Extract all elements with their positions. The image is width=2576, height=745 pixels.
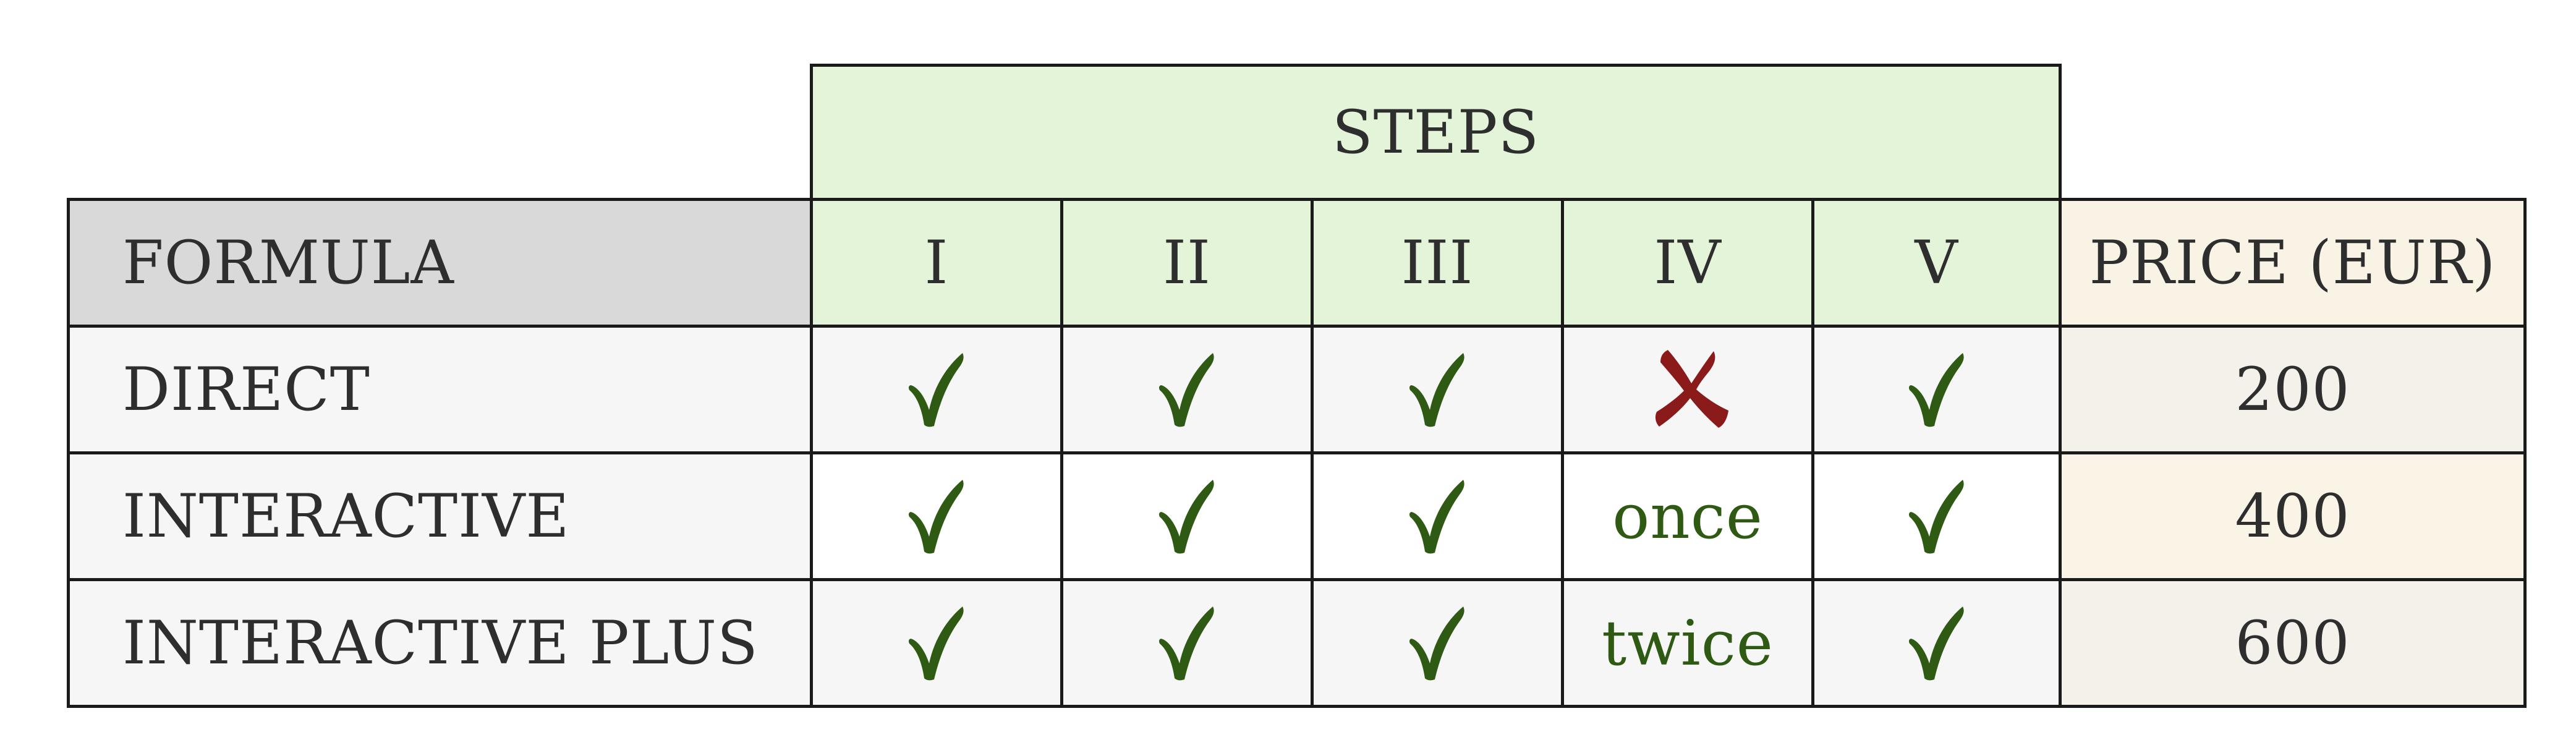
table-cell [1811,578,2062,708]
table-cell [810,325,1063,454]
frequency-text: twice [1602,607,1774,679]
check-icon [906,349,967,430]
row-label-text: DIRECT [122,355,370,424]
row-label-interactive-plus: INTERACTIVE PLUS [67,578,813,708]
step-header-2: II [1060,198,1314,328]
step-header-label: I [924,228,949,297]
formula-header-label: FORMULA [122,228,454,297]
check-icon [1906,603,1968,683]
step-header-4: IV [1561,198,1814,328]
check-icon [1406,603,1468,683]
step-header-label: V [1915,228,1958,297]
check-icon [1156,349,1218,430]
check-icon [906,476,967,556]
check-icon [1906,349,1968,430]
step-header-3: III [1311,198,1564,328]
table-cell [1060,578,1314,708]
price-cell: 400 [2059,451,2527,581]
table-cell [1811,451,2062,581]
step-header-1: I [810,198,1063,328]
check-icon [1156,476,1218,556]
table-cell [1060,451,1314,581]
steps-header-label: STEPS [1332,98,1540,167]
step-header-label: III [1401,228,1474,297]
row-label-direct: DIRECT [67,325,813,454]
price-value: 200 [2235,355,2350,424]
price-header-label: PRICE (EUR) [2089,228,2496,297]
steps-header: STEPS [810,64,2062,201]
step-header-5: V [1811,198,2062,328]
row-label-text: INTERACTIVE [122,482,570,551]
table-cell [810,451,1063,581]
table-cell [1060,325,1314,454]
price-header: PRICE (EUR) [2059,198,2527,328]
price-value: 400 [2235,482,2350,551]
cross-icon [1644,346,1731,433]
check-icon [1156,603,1218,683]
step-header-label: II [1163,228,1211,297]
table-cell: twice [1561,578,1814,708]
table-cell [1811,325,2062,454]
check-icon [906,603,967,683]
step-header-label: IV [1654,228,1722,297]
table-cell [1311,451,1564,581]
check-icon [1406,349,1468,430]
table-cell [810,578,1063,708]
row-label-interactive: INTERACTIVE [67,451,813,581]
price-value: 600 [2235,608,2350,678]
frequency-text: once [1612,480,1763,553]
price-cell: 600 [2059,578,2527,708]
price-cell: 200 [2059,325,2527,454]
formula-header: FORMULA [67,198,813,328]
table-cell: once [1561,451,1814,581]
table-cell [1311,578,1564,708]
check-icon [1906,476,1968,556]
table-cell [1311,325,1564,454]
check-icon [1406,476,1468,556]
row-label-text: INTERACTIVE PLUS [122,608,759,678]
table-cell [1561,325,1814,454]
